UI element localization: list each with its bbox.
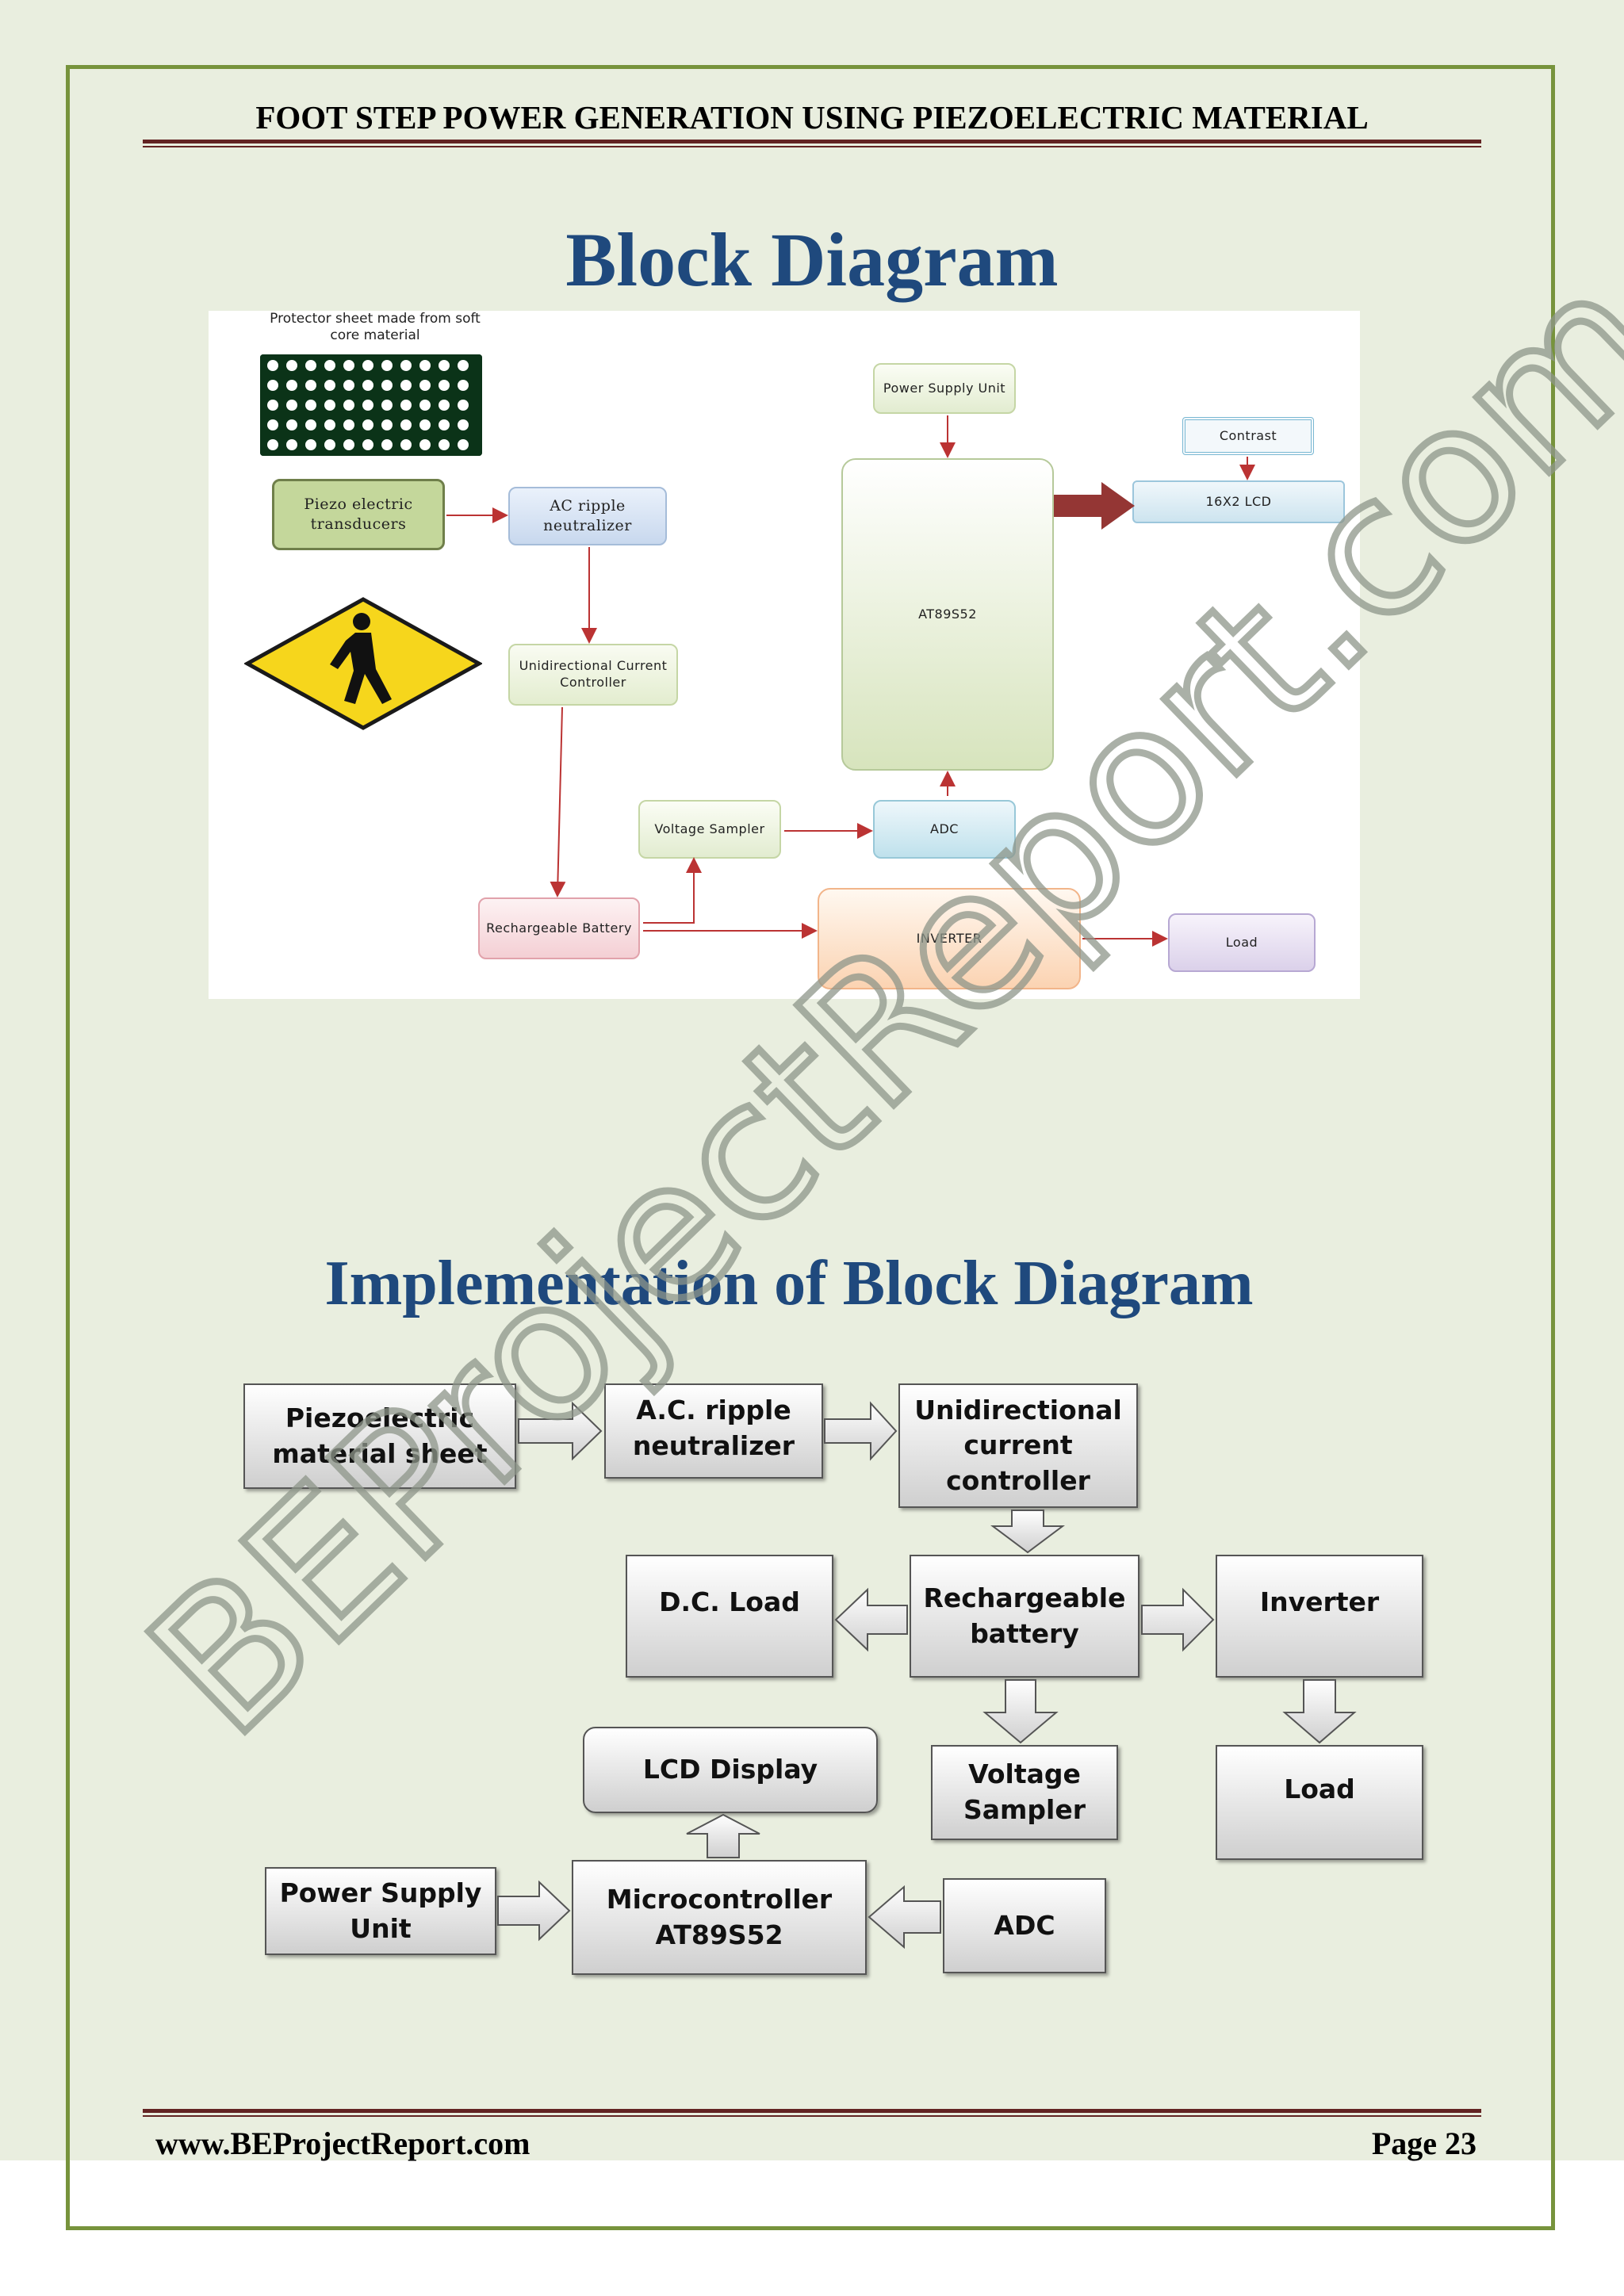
lcd-16x2-box: 16X2 LCD — [1132, 480, 1345, 523]
header-title: FOOT STEP POWER GENERATION USING PIEZOEL… — [255, 99, 1369, 136]
block-diagram-figure: Protector sheet made from soft core mate… — [209, 311, 1360, 999]
adc-block: ADC — [943, 1878, 1106, 1973]
footer-website: www.BEProjectReport.com — [155, 2126, 530, 2161]
piezo-sheet-block: Piezoelectric material sheet — [243, 1383, 516, 1489]
power-supply-unit-box: Power Supply Unit — [873, 363, 1016, 414]
ac-ripple-neutralizer-box: AC ripple neutralizer — [508, 487, 667, 545]
block-diagram-title: Block Diagram — [565, 217, 1059, 302]
header-rule-thin — [143, 146, 1481, 147]
rechargeable-battery-block: Rechargeable battery — [910, 1555, 1139, 1678]
footer-rule-thin — [143, 2115, 1481, 2117]
footer-page-number: Page 23 — [1371, 2126, 1477, 2161]
piezo-sheet-grid-icon — [260, 354, 482, 456]
adc-box: ADC — [873, 800, 1016, 859]
pedestrian-sign-icon — [244, 597, 482, 730]
voltage-sampler-box: Voltage Sampler — [638, 800, 781, 859]
implementation-title: Implementation of Block Diagram — [324, 1249, 1254, 1318]
unidirectional-controller-block: Unidirectional current controller — [898, 1383, 1138, 1508]
ac-ripple-block: A.C. ripple neutralizer — [604, 1383, 823, 1479]
microcontroller-block: Microcontroller AT89S52 — [572, 1860, 867, 1975]
rechargeable-battery-box: Rechargeable Battery — [478, 897, 640, 959]
load-block: Load — [1216, 1745, 1423, 1860]
at89s52-box: AT89S52 — [841, 458, 1054, 771]
contrast-box: Contrast — [1182, 417, 1314, 455]
protector-sheet-caption: Protector sheet made from soft core mate… — [270, 311, 481, 344]
unidirectional-controller-box: Unidirectional Current Controller — [508, 644, 678, 706]
inverter-block: Inverter — [1216, 1555, 1423, 1678]
inverter-box: INVERTER — [818, 888, 1081, 989]
load-box: Load — [1168, 913, 1316, 972]
header-rule-thick — [143, 140, 1481, 144]
block-diagram-arrows — [446, 415, 1255, 947]
dc-load-block: D.C. Load — [626, 1555, 833, 1678]
power-supply-block: Power Supply Unit — [265, 1867, 496, 1955]
lcd-display-block: LCD Display — [583, 1727, 878, 1813]
piezo-transducers-box: Piezo electric transducers — [272, 479, 445, 550]
voltage-sampler-block: Voltage Sampler — [931, 1745, 1118, 1840]
footer-rule-thick — [143, 2109, 1481, 2113]
page-border — [66, 65, 1555, 2230]
